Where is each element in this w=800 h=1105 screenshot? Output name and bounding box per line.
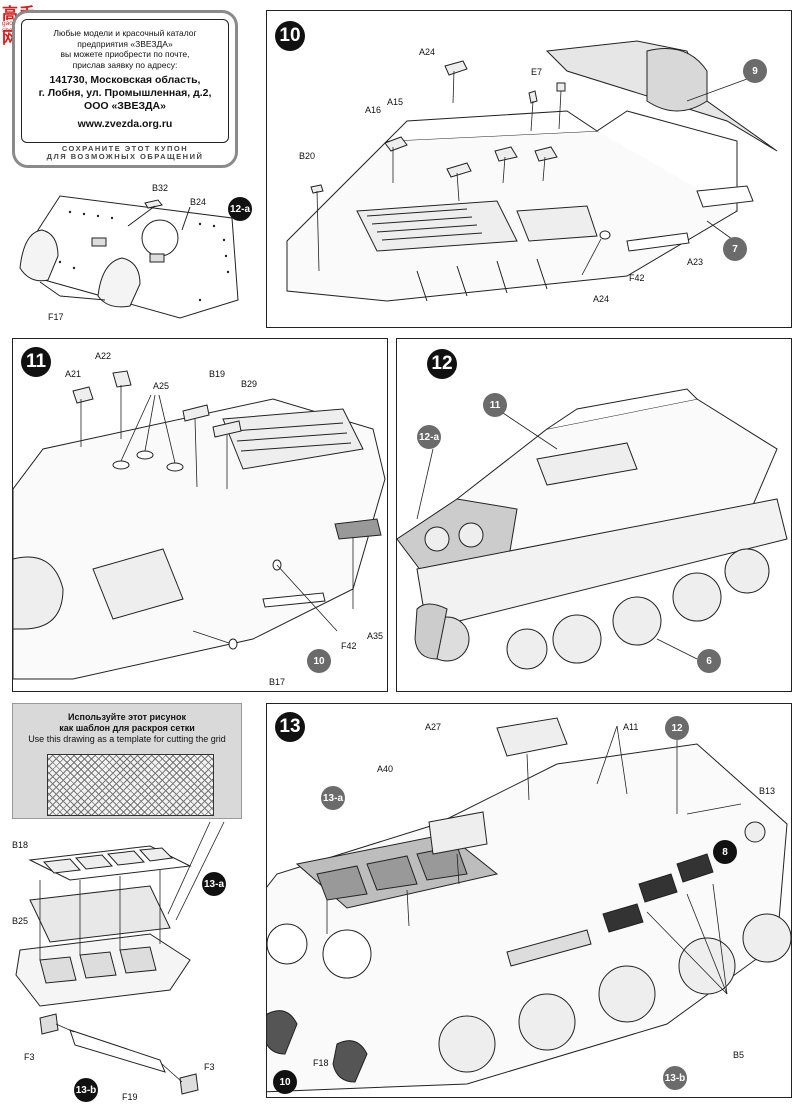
ref-badge: 12-a (417, 425, 441, 449)
part-label: F42 (629, 273, 645, 283)
step-13a-drawing (15, 821, 225, 1095)
part-label: A27 (425, 722, 442, 732)
part-label: B13 (759, 786, 776, 796)
ref-badge: 6 (697, 649, 721, 673)
coupon-address-line: г. Лобня, ул. Промышленная, д.2, (38, 87, 212, 99)
part-label: F18 (313, 1058, 329, 1068)
subassembly-badge-13a: 13-a (202, 872, 226, 896)
part-label: B32 (152, 183, 169, 193)
step-12-drawing (397, 388, 788, 670)
part-label: F17 (48, 312, 64, 322)
coupon-body: Любые модели и красочный каталог предпри… (21, 19, 229, 143)
step-11-panel: 11 A22 A21 A25 B19 B29 A35 F42 B17 10 (12, 338, 388, 692)
part-label: B5 (733, 1050, 745, 1060)
step-12a-drawing (19, 195, 239, 319)
part-label: A24 (419, 47, 436, 57)
ref-badge: 13-b (663, 1066, 687, 1090)
step-11-drawing (13, 370, 386, 680)
template-ru-line1: Используйте этот рисунок (68, 712, 186, 722)
part-label: B19 (209, 369, 226, 379)
part-label: A24 (593, 294, 610, 304)
ref-badge: 7 (723, 237, 747, 261)
coupon-address-line: 141730, Московская область, (49, 74, 201, 86)
part-label: B24 (190, 197, 207, 207)
coupon-line: Любые модели и красочный каталог (53, 28, 197, 38)
ref-badge-star: 10 (273, 1070, 297, 1094)
part-label: A16 (365, 105, 382, 115)
order-coupon: Любые модели и красочный каталог предпри… (12, 10, 238, 168)
ref-badge-star: 8 (713, 840, 737, 864)
step-number-12: 12 (427, 349, 457, 379)
part-label: A25 (153, 381, 170, 391)
template-ru-line2: как шаблон для раскроя сетки (59, 723, 195, 733)
part-label: A11 (623, 722, 639, 732)
part-label: A15 (387, 97, 404, 107)
coupon-line: вы можете приобрести по почте, (60, 49, 190, 59)
grid-template-mesh (47, 754, 214, 816)
part-label: A35 (367, 631, 384, 641)
ref-badge: 12 (665, 716, 689, 740)
part-label: F19 (122, 1092, 138, 1102)
part-label: B29 (241, 379, 258, 389)
coupon-footer: СОХРАНИТЕ ЭТОТ КУПОН ДЛЯ ВОЗМОЖНЫХ ОБРАЩ… (15, 145, 235, 161)
part-label: A23 (687, 257, 704, 267)
part-label: E7 (531, 67, 543, 77)
coupon-website[interactable]: www.zvezda.org.ru (77, 118, 173, 130)
grid-template-box: Используйте этот рисунок как шаблон для … (12, 703, 242, 819)
step-number-10: 10 (275, 21, 305, 51)
template-en-line: Use this drawing as a template for cutti… (28, 734, 226, 744)
part-label: F3 (204, 1062, 215, 1072)
coupon-address: 141730, Московская область, г. Лобня, ул… (22, 74, 228, 113)
step-12-panel: 12 11 12-a 6 (396, 338, 792, 692)
part-label: B20 (299, 151, 316, 161)
step-number-13: 13 (275, 712, 305, 742)
part-label: A22 (95, 351, 112, 361)
ref-badge: 13-a (321, 786, 345, 810)
step-13-panel: 13 A27 A11 A40 B13 F18 B5 12 13-a 8 13-b… (266, 703, 792, 1098)
part-label: B17 (269, 677, 286, 687)
coupon-footer-line: СОХРАНИТЕ ЭТОТ КУПОН (61, 144, 189, 153)
part-label: F42 (341, 641, 357, 651)
part-label: B18 (12, 840, 29, 850)
coupon-line: предприятия «ЗВЕЗДА» (77, 38, 173, 49)
part-label: F3 (24, 1052, 35, 1062)
part-label: A40 (377, 764, 394, 774)
ref-badge: 10 (307, 649, 331, 673)
step-number-11: 11 (21, 347, 51, 377)
step-13-drawing (267, 717, 792, 1093)
part-label: B25 (12, 916, 29, 926)
subassembly-badge-12a: 12-a (228, 197, 252, 221)
part-label: A21 (65, 369, 82, 379)
coupon-line: прислав заявку по адресу: (72, 59, 178, 70)
coupon-address-line: ООО «ЗВЕЗДА» (84, 100, 166, 112)
coupon-footer-line: ДЛЯ ВОЗМОЖНЫХ ОБРАЩЕНИЙ (46, 152, 204, 161)
step-10-panel: 10 A24 E7 A16 A15 B20 F42 A23 A24 9 7 (266, 10, 792, 328)
ref-badge: 9 (743, 59, 767, 83)
ref-badge: 11 (483, 393, 507, 417)
step-10-drawing (286, 40, 778, 302)
subassembly-badge-13b: 13-b (74, 1078, 98, 1102)
